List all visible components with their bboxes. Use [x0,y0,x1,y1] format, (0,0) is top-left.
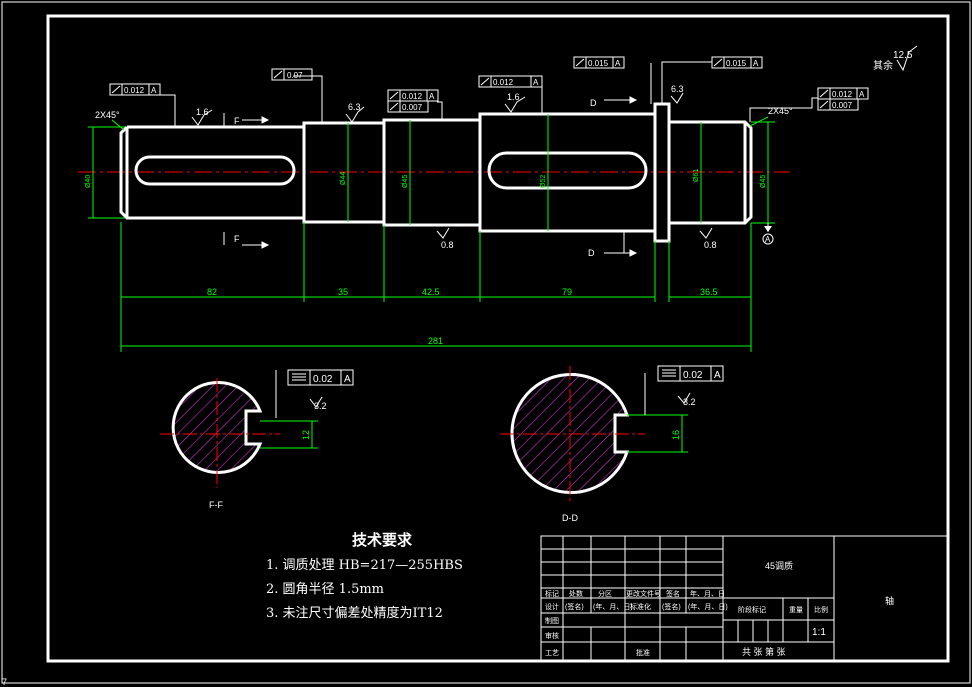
section-ff: 12 F-F [160,370,318,510]
chamfer-left: 2X45° [95,110,120,120]
technical-requirements: 技术要求 1. 调质处理 HB=217—255HBS 2. 圆角半径 1.5mm… [266,531,463,621]
tol-right-runout: 0.012 [832,90,853,99]
len-seg3: 42.5 [422,287,440,297]
ff-keyway-width: 12 [301,430,311,440]
tol-collar-runout-a-datum: A [615,59,621,68]
tol-ff-sym: 0.02 [313,374,333,385]
shaft-outline [119,102,753,243]
ff-label: F-F [209,500,223,510]
tol-key-runout: 0.012 [493,78,514,87]
keyway-left [134,155,296,186]
len-total: 281 [428,336,443,346]
section-markers [223,96,638,257]
shaft-main-view: Ø40 Ø44 Ø45 Ø52 Ø61 Ø45 2X45° 2X45° 1.6 … [78,45,918,411]
tb-scale: 1:1 [812,627,826,638]
dia-gear: Ø52 [540,175,547,188]
drawing-border [46,14,950,663]
tol-key-datum: A [533,78,539,87]
tb-material: 45调质 [765,560,793,571]
roughness-shoulder-top: 6.3 [348,102,361,112]
tol-right-cyl: 0.007 [832,101,853,110]
roughness-bottom-mid: 0.8 [441,240,454,250]
tol-ff-datum: A [344,374,351,385]
tol-right-runout-datum: A [859,90,865,99]
chamfer-right: 2X45° [768,106,793,116]
len-seg1: 82 [207,287,217,297]
roughness-symbols [191,45,918,408]
tb-date-d: (年、月、日) [593,602,633,611]
tb-draft: 制图 [545,616,559,625]
title-block: 标记 处数 分区 更改文件号 签名 年、月、日 设计 (签名) (年、月、日) … [540,535,948,661]
roughness-left-top: 1.6 [196,107,209,117]
len-seg4: 79 [562,287,572,297]
tol-mid-runout: 0.012 [402,92,423,101]
tb-date-s: (年、月、日) [688,602,728,611]
dia-left: Ø40 [85,175,92,188]
tb-part-name: 轴 [885,595,894,606]
length-dims [120,222,752,352]
dia-bearing: Ø45 [402,175,409,188]
section-dd: 16 D-D [500,366,688,523]
roughness-other-label: 其余 [873,59,893,72]
requirement-1: 1. 调质处理 HB=217—255HBS [266,558,463,573]
tb-sign-s: (签名) [662,602,681,611]
section-mark-f-bottom: F [234,234,240,244]
tb-check: 审核 [545,631,559,640]
len-seg2: 35 [338,287,348,297]
shaft-right-segment [669,120,753,225]
tol-dd-datum: A [714,370,721,381]
tb-approve: 批准 [636,648,650,657]
requirements-title: 技术要求 [352,531,413,549]
tolerance-frames [109,56,869,386]
tb-mark: 标记 [545,589,559,598]
requirement-3: 3. 未注尺寸偏差处精度为IT12 [266,605,443,621]
tb-sign-d: (签名) [565,602,584,611]
tol-collar-runout-b: 0.015 [726,59,747,68]
tb-stage: 阶段标记 [738,605,766,614]
tb-standard: 标准化 [630,602,651,611]
tb-scale-label: 比例 [814,605,828,614]
datum-label: A [765,235,771,244]
tol-dd-sym: 0.02 [683,370,703,381]
tol-shoulder-cyl: 0.07 [287,71,303,80]
tb-process: 工艺 [545,649,559,657]
roughness-mid-top: 1.6 [507,92,520,102]
tb-docno: 更改文件号 [626,589,661,598]
len-seg5: 36.5 [700,287,718,297]
dia-collar: Ø61 [693,169,700,182]
dd-label: D-D [562,513,578,523]
tb-zone: 分区 [598,589,612,598]
dia-shoulder: Ø44 [340,172,347,185]
roughness-right-top: 6.3 [671,84,684,94]
corner-marker: 7 [2,677,7,687]
tol-left-runout: 0.012 [124,86,145,95]
section-mark-d-bottom: D [588,248,595,258]
tb-sheets: 共 张 第 张 [742,646,786,657]
roughness-sec-dd: 3.2 [683,397,696,407]
tb-date: 年、月、日 [690,589,725,598]
tol-collar-runout-a: 0.015 [588,59,609,68]
section-mark-d-top: D [590,98,597,108]
tb-sign: 签名 [666,589,680,598]
diameter-dims [88,114,775,231]
roughness-sec-ff: 3.2 [314,401,327,411]
tb-weight: 重量 [789,606,803,614]
keyway-right [487,151,648,190]
tol-mid-cyl: 0.007 [402,103,423,112]
section-mark-f-top: F [234,116,240,126]
dd-keyway-width: 16 [671,430,681,440]
tol-mid-runout-datum: A [429,92,435,101]
roughness-other-value: 12.5 [893,50,913,61]
tb-count: 处数 [569,589,583,598]
roughness-bottom-right: 0.8 [704,240,717,250]
requirement-2: 2. 圆角半径 1.5mm [266,582,384,597]
datum-a-symbol: A [762,223,774,245]
tol-left-datum: A [151,86,157,95]
tb-design: 设计 [545,602,559,611]
dia-right: Ø45 [760,175,767,188]
tol-collar-runout-b-datum: A [753,59,759,68]
